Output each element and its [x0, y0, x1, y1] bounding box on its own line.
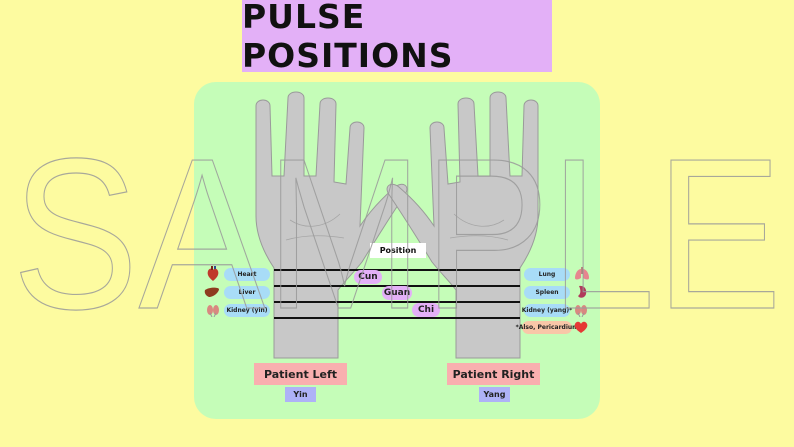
position-label: Position: [370, 243, 426, 258]
page-title: PULSE POSITIONS: [242, 0, 454, 75]
spleen-icon: [578, 285, 587, 298]
lung-icon: [575, 267, 589, 280]
kidney-icon: [575, 305, 587, 317]
heart-icon: [574, 321, 588, 333]
left-organ-heart: Heart: [224, 268, 270, 281]
left-organ-liver: Liver: [224, 286, 270, 299]
right-hand: [386, 91, 539, 359]
right-organ-spleen: Spleen: [524, 286, 570, 299]
guan-label: Guan: [382, 286, 412, 300]
yin-label: Yin: [285, 387, 316, 402]
yang-label: Yang: [479, 387, 510, 402]
patient-left-label: Patient Left: [254, 363, 347, 385]
liver-icon: [204, 287, 219, 297]
title-banner: PULSE POSITIONS: [242, 0, 552, 75]
right-organ-lung: Lung: [524, 268, 570, 281]
heart-organ-icon: [207, 266, 219, 281]
cun-label: Cun: [354, 270, 382, 284]
patient-right-label: Patient Right: [447, 363, 540, 385]
chi-label: Chi: [412, 303, 440, 317]
pericardium-note: *Also, Pericardium: [516, 321, 578, 334]
left-organ-kidney: Kidney (yin): [224, 304, 270, 317]
left-hand: [255, 91, 408, 359]
kidney-icon: [207, 305, 219, 317]
right-organ-kidney: Kidney (yang)*: [522, 304, 572, 317]
